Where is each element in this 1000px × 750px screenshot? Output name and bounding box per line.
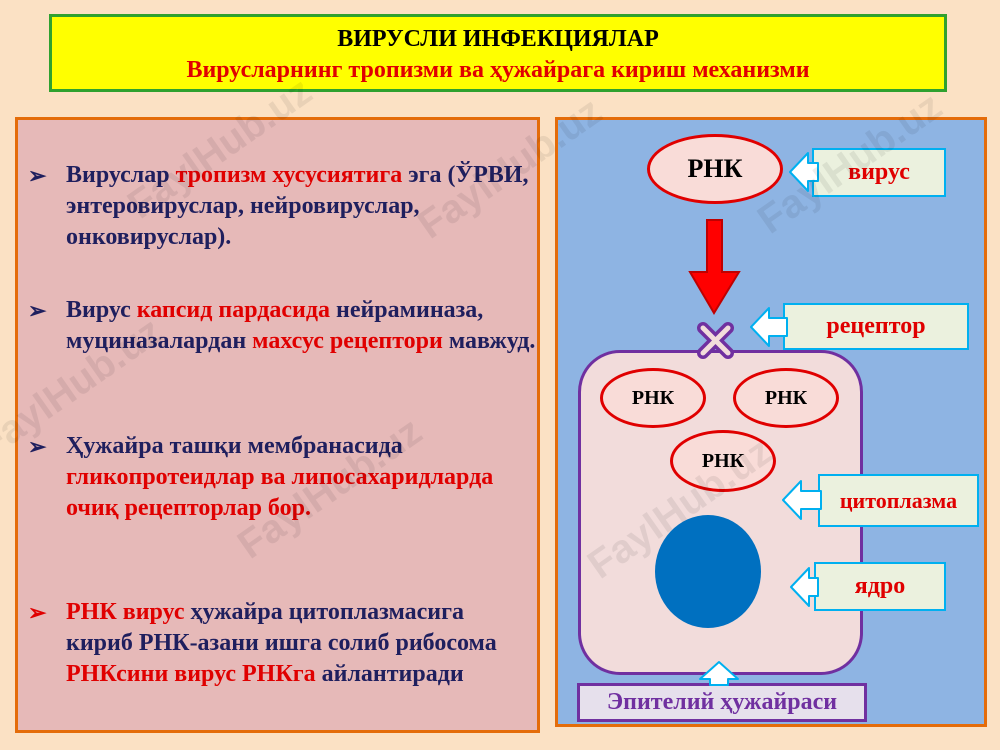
cell-rna-oval: РНК [600,368,706,428]
arrow-bullet-icon: ➢ [28,298,47,323]
receptor-label: рецептор [783,303,969,350]
svg-text:FaylHub.uz: FaylHub.uz [750,84,950,242]
left-arrow-icon [750,307,788,347]
entry-arrow-icon [688,219,741,315]
page-subtitle: Вирусларнинг тропизми ва ҳужайрага кириш… [186,57,810,83]
bullet-text: Вирус капсид пардасида нейраминаза, муци… [66,297,536,354]
text-panel: ➢ Вируслар тропизм хусусиятига эга (ЎРВИ… [15,117,540,733]
arrow-bullet-icon: ➢ [28,600,47,625]
nucleus-circle [655,515,761,628]
cytoplasm-label: цитоплазма [818,474,979,527]
bullet-text: Ҳужайра ташқи мембранасида гликопротеидл… [66,433,494,521]
left-arrow-icon [782,480,822,520]
svg-text:FaylHub.uz: FaylHub.uz [0,309,170,467]
left-arrow-icon [789,152,819,192]
svg-text:FaylHub.uz: FaylHub.uz [230,409,430,567]
svg-text:FaylHub.uz: FaylHub.uz [580,429,780,587]
title-banner: ВИРУСЛИ ИНФЕКЦИЯЛАР Вирусларнинг тропизм… [49,14,947,92]
receptor-cross-icon [697,322,734,359]
svg-text:FaylHub.uz: FaylHub.uz [410,89,610,247]
arrow-bullet-icon: ➢ [28,434,47,459]
up-arrow-icon [699,661,739,686]
page-title: ВИРУСЛИ ИНФЕКЦИЯЛАР [337,26,659,52]
virus-rna-oval: РНК [647,134,783,204]
left-arrow-icon [790,567,819,607]
cell-rna-oval: РНК [670,430,776,492]
svg-text:FaylHub.uz: FaylHub.uz [120,69,320,227]
arrow-bullet-icon: ➢ [28,163,47,188]
nucleus-label: ядро [814,562,946,611]
bullet-text: РНК вирус ҳужайра цитоплазмасига кириб Р… [66,599,497,687]
bullet-text: Вируслар тропизм хусусиятига эга (ЎРВИ, … [66,162,529,250]
cell-rna-oval: РНК [733,368,839,428]
